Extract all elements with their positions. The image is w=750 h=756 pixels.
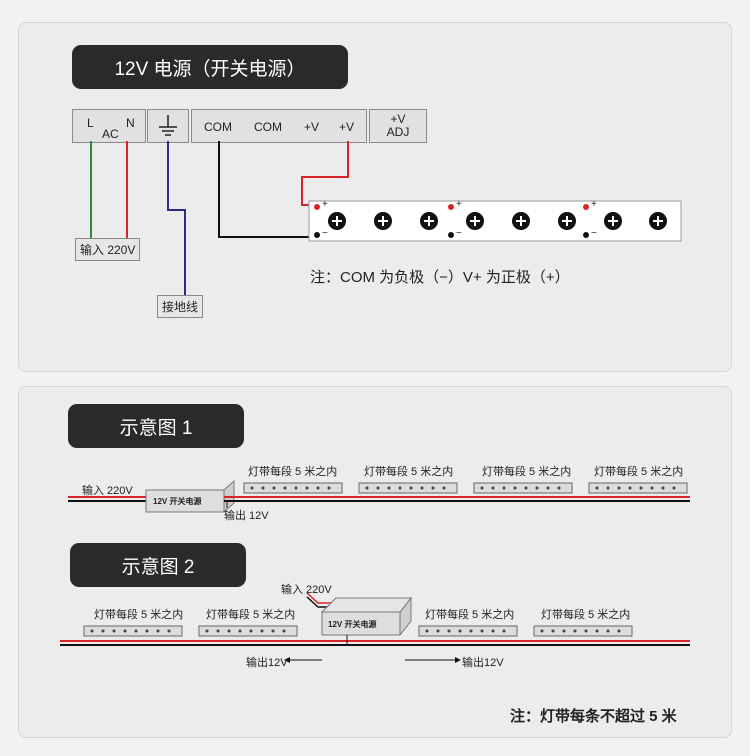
d2-input-label: 输入 220V <box>281 584 332 596</box>
d2-psu-label: 12V 开关电源 <box>328 620 377 629</box>
terminal-vadj-top: +V <box>390 112 406 126</box>
terminal-v-2: +V <box>339 120 355 134</box>
polarity-note: 注：COM 为负极（−）V+ 为正极（+） <box>310 269 570 286</box>
strip-segments-2 <box>83 625 633 637</box>
adj-terminal: +V ADJ <box>369 109 427 143</box>
strip-segment <box>418 625 518 637</box>
d2-output-right: 输出12V <box>462 657 504 669</box>
d1-psu-label: 12V 开关电源 <box>153 497 202 506</box>
strip-segment <box>83 625 183 637</box>
terminal-n: N <box>126 116 135 130</box>
led-crosses <box>332 216 663 226</box>
strip-segments-1 <box>243 482 688 494</box>
d1-segment-label: 灯带每段 5 米之内 <box>482 466 572 478</box>
psu-title: 12V 电源（开关电源） <box>72 45 348 89</box>
ac-terminal: L N AC <box>72 109 146 143</box>
d2-segment-label: 灯带每段 5 米之内 <box>94 609 184 621</box>
terminal-l: L <box>87 116 94 130</box>
strip-segment <box>198 625 298 637</box>
positive-wire <box>301 141 349 206</box>
diagram-2-title: 示意图 2 <box>70 543 246 587</box>
ground-wire <box>167 141 186 296</box>
diagram-1-title: 示意图 1 <box>68 404 244 448</box>
minus-sign: − <box>456 228 462 239</box>
terminal-com-2: COM <box>254 120 282 134</box>
plus-sign: + <box>322 199 328 210</box>
input-220v-label: 输入 220V <box>75 238 141 261</box>
ground-terminal <box>147 109 189 143</box>
plus-sign: + <box>456 199 462 210</box>
negative-wire <box>218 141 312 238</box>
d2-segment-label: 灯带每段 5 米之内 <box>206 609 296 621</box>
strip-segment <box>588 482 688 494</box>
length-note: 注：灯带每条不超过 5 米 <box>510 708 677 725</box>
minus-sign: − <box>322 228 328 239</box>
ground-symbol-icon <box>159 115 177 136</box>
terminal-v-1: +V <box>304 120 320 134</box>
strip-segment <box>243 482 343 494</box>
d2-output-left: 输出12V <box>246 657 288 669</box>
d2-segment-label: 灯带每段 5 米之内 <box>541 609 631 621</box>
strip-segment <box>358 482 458 494</box>
d1-segment-label: 灯带每段 5 米之内 <box>594 466 684 478</box>
strip-segment <box>533 625 633 637</box>
plus-sign: + <box>591 199 597 210</box>
strip-segment <box>473 482 573 494</box>
terminal-com-1: COM <box>204 120 232 134</box>
d1-input-label: 输入 220V <box>82 485 133 497</box>
terminal-vadj-bottom: ADJ <box>386 125 410 139</box>
d1-output-label: 输出 12V <box>224 510 269 522</box>
d2-segment-label: 灯带每段 5 米之内 <box>425 609 515 621</box>
pad-markers <box>314 204 589 238</box>
d1-segment-label: 灯带每段 5 米之内 <box>248 466 338 478</box>
d1-segment-label: 灯带每段 5 米之内 <box>364 466 454 478</box>
minus-sign: − <box>591 228 597 239</box>
ground-wire-label: 接地线 <box>157 295 204 318</box>
terminal-ac: AC <box>102 127 119 141</box>
output-terminal: COM COM +V +V <box>191 109 367 143</box>
